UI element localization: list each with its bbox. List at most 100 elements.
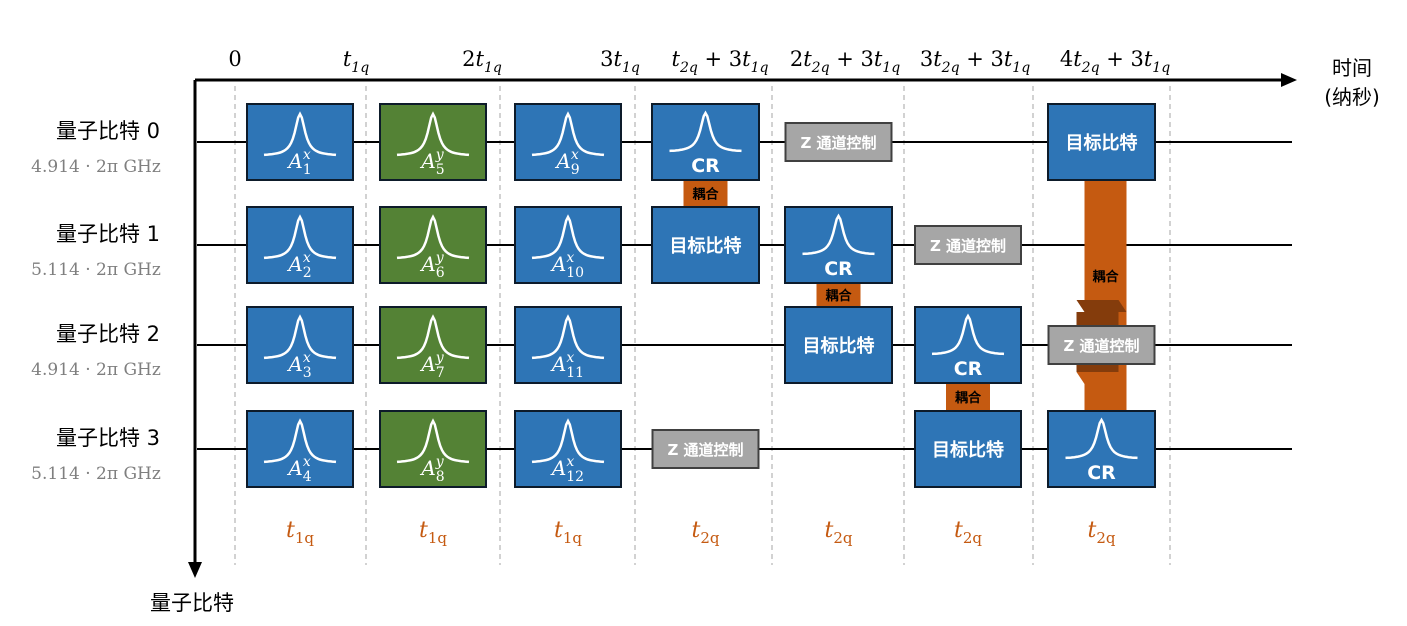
lorentzian-pulse-icon (263, 418, 337, 464)
time-tick-label: 4t2q + 3t1q (1060, 47, 1170, 76)
qubit-axis-label: 量子比特 (150, 591, 234, 615)
cr-gate-box: CR (784, 206, 893, 284)
coupling-label: 耦合 (692, 187, 719, 203)
z-control-frame (914, 225, 1022, 265)
time-axis-label: 时间 (1332, 56, 1372, 80)
coupling-bar-fill (816, 283, 861, 307)
qubit-name-3: 量子比特 3 (56, 426, 160, 450)
cr-label: CR (824, 258, 853, 280)
target-qubit-frame (914, 410, 1022, 488)
z-control-label: Z 通道控制 (1063, 337, 1139, 355)
lorentzian-pulse-icon (1065, 417, 1138, 460)
time-tick-label: 2t1q (462, 47, 502, 76)
qubit-frequency-3: 5.114 · 2π GHz (31, 464, 161, 484)
target-qubit-frame (651, 206, 760, 284)
lorentzian-pulse-icon (531, 418, 605, 464)
lorentzian-pulse-icon (396, 111, 470, 157)
cr-gate-frame (651, 103, 760, 181)
time-tick-label: 3t1q (600, 47, 640, 76)
qubit-name-1: 量子比特 1 (56, 222, 160, 246)
z-control-frame (784, 122, 893, 162)
time-tick-label: 3t2q + 3t1q (920, 47, 1030, 76)
lorentzian-pulse-icon (396, 314, 470, 360)
target-qubit-box: 目标比特 (651, 206, 760, 284)
duration-label: t2q (1088, 518, 1116, 547)
time-tick-label: t1q (343, 47, 369, 76)
cr-label: CR (691, 155, 720, 177)
time-axis-arrowhead (1281, 73, 1297, 87)
coupling-bar: 耦合 (1076, 180, 1127, 411)
lorentzian-pulse-icon (396, 418, 470, 464)
z-control-box: Z 通道控制 (784, 122, 893, 162)
duration-label: t1q (286, 518, 314, 547)
time-tick-label: 0 (228, 47, 241, 71)
cr-gate-box: CR (1047, 410, 1156, 488)
time-tick-label: 2t2q + 3t1q (790, 47, 900, 76)
lorentzian-pulse-icon (263, 111, 337, 157)
target-qubit-label: 目标比特 (803, 335, 875, 357)
coupling-bar-fill (683, 180, 728, 207)
target-qubit-box: 目标比特 (784, 306, 893, 384)
duration-label: t1q (419, 518, 447, 547)
duration-label: t2q (954, 518, 982, 547)
time-axis-unit: (纳秒) (1324, 85, 1380, 109)
cr-gate-frame (914, 306, 1022, 384)
coupling-bar: 耦合 (683, 180, 728, 207)
qubit-axis-arrowhead (188, 562, 202, 578)
coupling-label: 耦合 (955, 390, 982, 406)
z-control-box: Z 通道控制 (651, 429, 760, 469)
z-control-label: Z 通道控制 (930, 237, 1006, 255)
target-qubit-label: 目标比特 (670, 235, 742, 257)
qubit-frequency-0: 4.914 · 2π GHz (31, 157, 161, 177)
z-control-frame (651, 429, 760, 469)
cr-label: CR (954, 358, 983, 380)
target-qubit-label: 目标比特 (1066, 132, 1138, 154)
duration-label: t2q (692, 518, 720, 547)
qubit-lines (197, 141, 1292, 450)
target-qubit-box: 目标比特 (914, 410, 1022, 488)
duration-label: t2q (825, 518, 853, 547)
target-qubit-frame (1047, 103, 1156, 181)
lorentzian-pulse-icon (263, 214, 337, 260)
coupling-bar-fold (1076, 300, 1127, 312)
cr-label: CR (1087, 462, 1116, 484)
coupling-bar: 耦合 (816, 283, 861, 307)
lorentzian-pulse-icon (531, 314, 605, 360)
target-qubit-box: 目标比特 (1047, 103, 1156, 181)
time-gridlines (234, 86, 1171, 565)
z-control-frame (1047, 325, 1156, 365)
z-control-box: Z 通道控制 (1047, 325, 1156, 365)
coupling-bar-fill (946, 383, 990, 411)
qubit-frequency-2: 4.914 · 2π GHz (31, 360, 161, 380)
lorentzian-pulse-icon (531, 111, 605, 157)
cr-gate-frame (784, 206, 893, 284)
target-qubit-frame (784, 306, 893, 384)
z-control-box: Z 通道控制 (914, 225, 1022, 265)
coupling-label: 耦合 (1092, 269, 1119, 285)
qubit-name-2: 量子比特 2 (56, 322, 160, 346)
axes: 时间 (纳秒) 量子比特 (150, 56, 1380, 615)
lorentzian-pulse-icon (669, 110, 742, 153)
